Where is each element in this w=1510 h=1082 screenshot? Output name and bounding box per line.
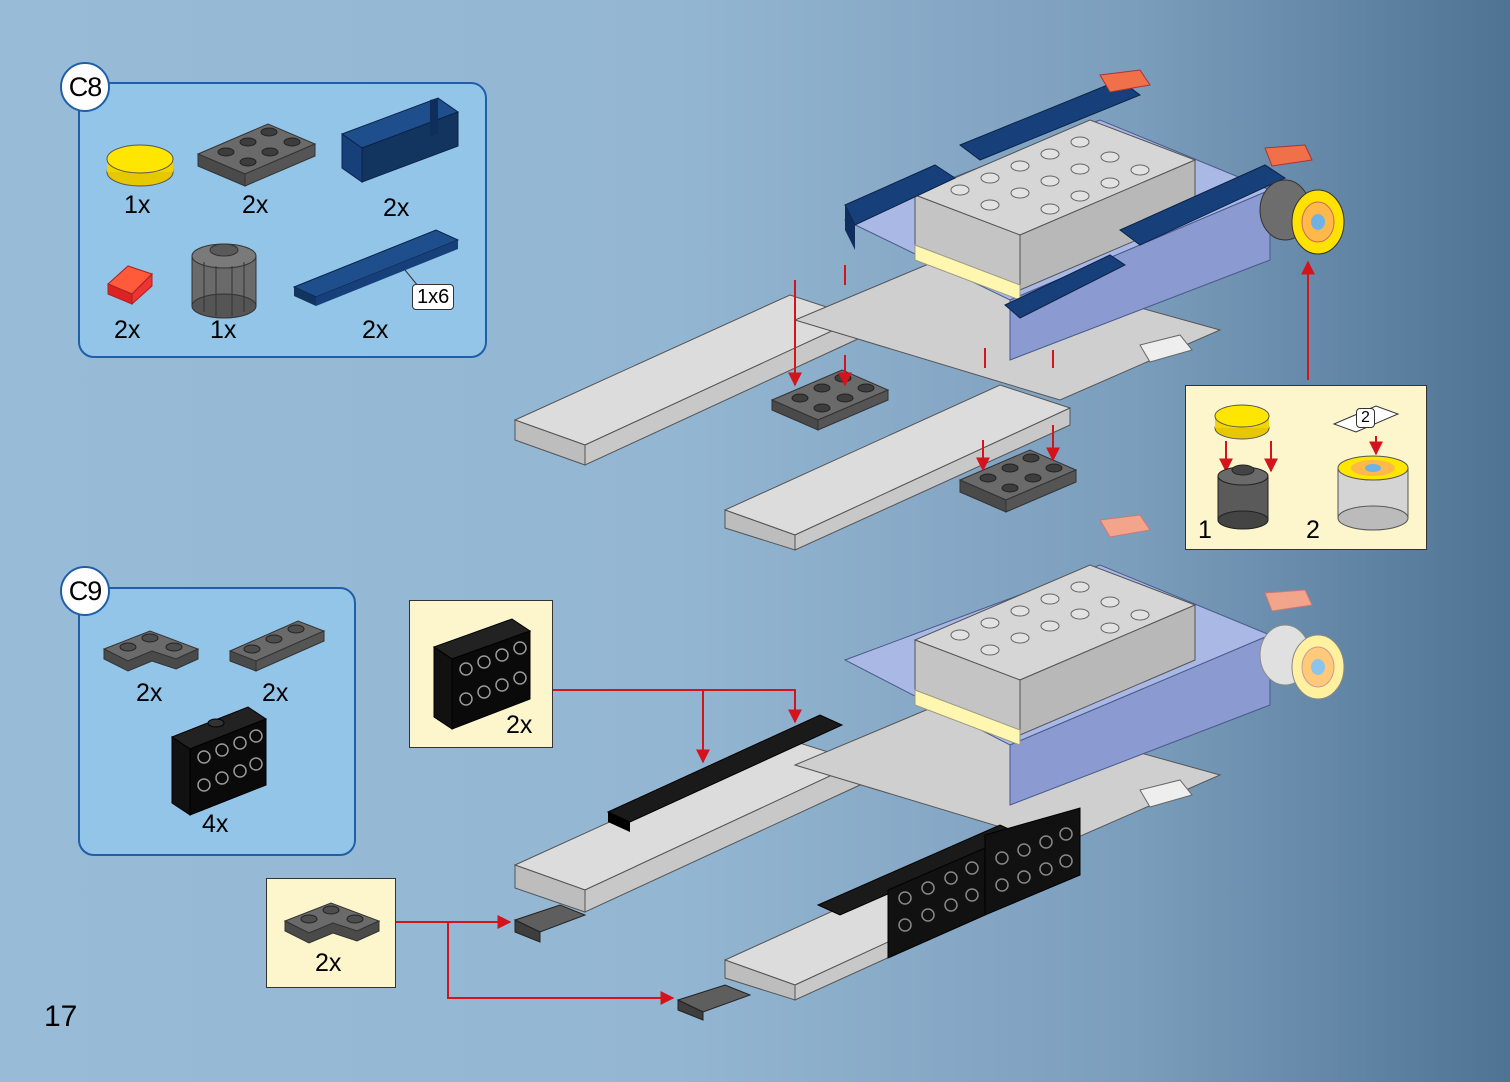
dark-gray-round-brick-icon <box>1217 464 1269 530</box>
dark-gray-plate-2x3-icon <box>770 369 890 431</box>
parts-art-c8 <box>106 97 460 319</box>
blue-tile-1x6-icon <box>292 229 460 306</box>
subassembly-art <box>1214 404 1409 531</box>
model-c8 <box>513 69 1345 551</box>
red-trans-slope-icon <box>107 265 153 306</box>
substep-1-label: 1 <box>1198 516 1212 544</box>
part-qty-blue-angle-plate: 2x <box>383 194 410 222</box>
plate-1x3-icon <box>228 620 326 672</box>
dark-gray-round-brick-icon <box>191 243 257 319</box>
black-bracket-plate-icon <box>170 706 268 816</box>
dark-gray-plate-2x3-icon <box>196 123 317 187</box>
sticker-tag: 2 <box>1356 408 1375 428</box>
page-number: 17 <box>44 1000 78 1033</box>
callout-bracket-art <box>432 618 532 730</box>
callout-qty-bracket: 2x <box>506 711 533 739</box>
yellow-round-tile-icon <box>1214 404 1270 440</box>
subassembly-callout-c8: 2 1 2 <box>1185 385 1427 550</box>
black-bracket-plate-icon <box>984 807 1081 916</box>
round-brick-with-sticker-icon <box>1337 455 1409 531</box>
corner-plate-icon <box>102 630 200 672</box>
part-qty-plate-1x3: 2x <box>262 679 289 707</box>
model-c9 <box>395 514 1345 1021</box>
blue-angle-plate-icon <box>340 97 460 183</box>
technic-beam-icon <box>513 294 862 466</box>
black-bracket-plate-icon <box>432 618 532 730</box>
parts-panel-c9: 2x 2x 4x <box>78 587 356 856</box>
part-qty-dark-plate: 2x <box>242 191 269 219</box>
substep-2-label: 2 <box>1306 516 1320 544</box>
technic-beam-icon <box>723 384 1072 551</box>
callout-qty-corner: 2x <box>315 949 342 977</box>
step-label-c9: C9 <box>60 566 110 616</box>
parts-art-c9 <box>102 620 326 816</box>
callout-corner-plate: 2x <box>266 878 396 988</box>
part-qty-yellow-round-tile: 1x <box>124 191 151 219</box>
dark-gray-plate-2x3-icon <box>958 449 1078 513</box>
corner-plate-icon <box>283 902 381 944</box>
part-qty-corner-plate: 2x <box>136 679 163 707</box>
parts-panel-c8: 1x 2x 2x 2x 1x 2x 1x6 <box>78 82 487 358</box>
corner-plate-icon <box>676 984 752 1021</box>
part-qty-bracket-plate: 4x <box>202 810 229 838</box>
corner-plate-icon <box>513 904 587 943</box>
step-label-c8: C8 <box>60 62 110 112</box>
part-qty-blue-tile: 2x <box>362 316 389 344</box>
part-qty-round-brick: 1x <box>210 316 237 344</box>
part-size-tag: 1x6 <box>412 284 455 310</box>
callout-bracket-plate: 2x <box>409 600 553 748</box>
yellow-round-tile-icon <box>106 144 174 187</box>
part-qty-red-slope: 2x <box>114 316 141 344</box>
callout-corner-art <box>283 902 381 944</box>
